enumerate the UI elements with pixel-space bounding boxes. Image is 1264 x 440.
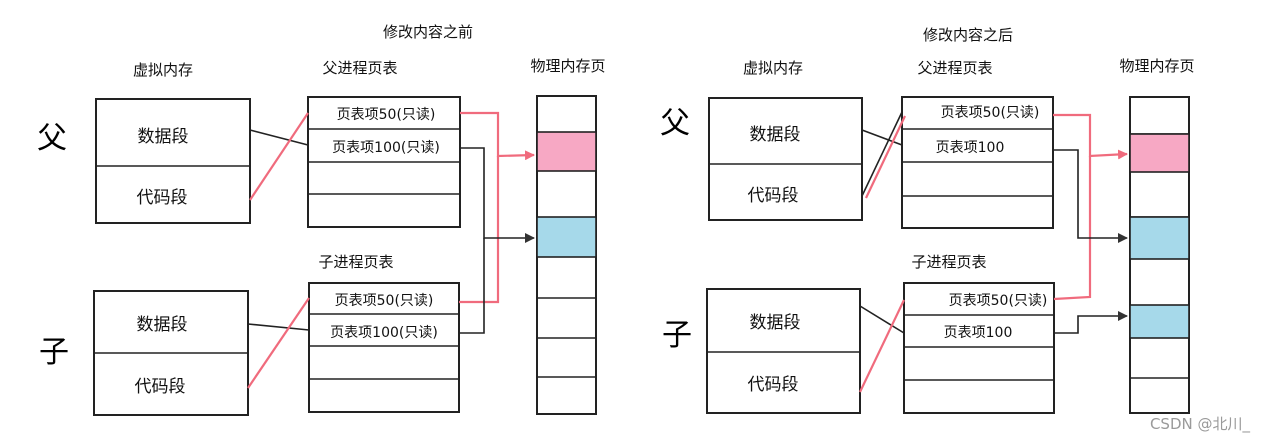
code-segment: 代码段 <box>137 188 188 208</box>
data-segment: 数据段 <box>750 125 801 145</box>
connector-line <box>247 297 310 389</box>
connector-line <box>249 112 309 201</box>
child-symbol: 子 <box>662 318 692 353</box>
parent-virtual-memory: 数据段 代码段 <box>95 98 251 224</box>
panel-title: 修改内容之前 <box>383 23 473 41</box>
parent-page-table: 页表项50(只读) 页表项100 <box>901 96 1054 229</box>
physical-pages-label: 物理内存页 <box>1119 57 1194 75</box>
page-table-entry: 页表项100 <box>936 140 1005 156</box>
code-segment: 代码段 <box>748 375 799 395</box>
child-symbol: 子 <box>39 335 69 370</box>
child-table-label: 子进程页表 <box>318 253 393 271</box>
connector-line <box>247 323 310 331</box>
parent-virtual-memory: 数据段 代码段 <box>708 97 863 221</box>
page-table-entry: 页表项100 <box>944 325 1013 341</box>
data-segment: 数据段 <box>750 313 801 333</box>
arrow-to-new-blue-page <box>1054 311 1128 334</box>
watermark: CSDN @北川_ <box>1150 415 1251 434</box>
panel-after: 修改内容之后 虚拟内存 父进程页表 物理内存页 子进程页表 父 子 数据段 代码… <box>660 26 1195 414</box>
virtual-memory-label: 虚拟内存 <box>133 61 193 79</box>
arrow-to-blue-page <box>1053 149 1128 243</box>
arrow-to-pink-page <box>1053 156 1092 301</box>
virtual-memory-label: 虚拟内存 <box>743 59 803 77</box>
code-segment: 代码段 <box>748 186 799 206</box>
arrow-to-pink-page <box>1053 113 1128 160</box>
child-virtual-memory: 数据段 代码段 <box>93 290 249 416</box>
parent-table-label: 父进程页表 <box>917 59 992 77</box>
connector-line <box>861 111 903 197</box>
page-table-entry: 页表项50(只读) <box>337 106 436 123</box>
parent-symbol: 父 <box>660 106 690 141</box>
connector-line <box>865 115 906 199</box>
parent-table-label: 父进程页表 <box>322 59 397 77</box>
connector-line <box>249 129 309 146</box>
page-table-entry: 页表项50(只读) <box>335 292 434 309</box>
arrow-to-pink-page <box>459 156 500 304</box>
physical-page-shared-data <box>536 131 597 172</box>
page-table-entry: 页表项50(只读) <box>949 292 1048 309</box>
connector-line <box>859 299 905 393</box>
arrow-to-blue-page <box>459 238 485 334</box>
physical-page-shared-code <box>536 216 597 258</box>
physical-memory-pages <box>1129 96 1190 414</box>
physical-page-shared-data <box>1129 133 1190 173</box>
physical-pages-label: 物理内存页 <box>530 57 605 75</box>
connector-line <box>861 129 903 146</box>
page-table-entry: 页表项100(只读) <box>330 324 438 341</box>
child-page-table: 页表项50(只读) 页表项100(只读) <box>308 282 460 413</box>
physical-page-parent-code <box>1129 216 1190 260</box>
code-segment: 代码段 <box>135 377 186 397</box>
child-table-label: 子进程页表 <box>911 253 986 271</box>
parent-page-table: 页表项50(只读) 页表项100(只读) <box>307 96 461 228</box>
physical-page-child-code-copy <box>1129 304 1190 339</box>
arrow-to-pink-page <box>460 111 535 161</box>
page-table-entry: 页表项100(只读) <box>332 139 440 156</box>
child-page-table: 页表项50(只读) 页表项100 <box>903 282 1055 414</box>
connector-line <box>859 305 905 334</box>
parent-symbol: 父 <box>37 121 67 156</box>
data-segment: 数据段 <box>138 127 189 147</box>
page-table-entry: 页表项50(只读) <box>941 104 1040 121</box>
panel-title: 修改内容之后 <box>923 26 1013 44</box>
physical-memory-pages <box>536 95 597 415</box>
child-virtual-memory: 数据段 代码段 <box>706 288 861 414</box>
data-segment: 数据段 <box>137 315 188 335</box>
arrow-to-blue-page <box>460 147 535 243</box>
panel-before: 修改内容之前 虚拟内存 父进程页表 物理内存页 子进程页表 父 子 数据段 代码… <box>37 23 606 416</box>
